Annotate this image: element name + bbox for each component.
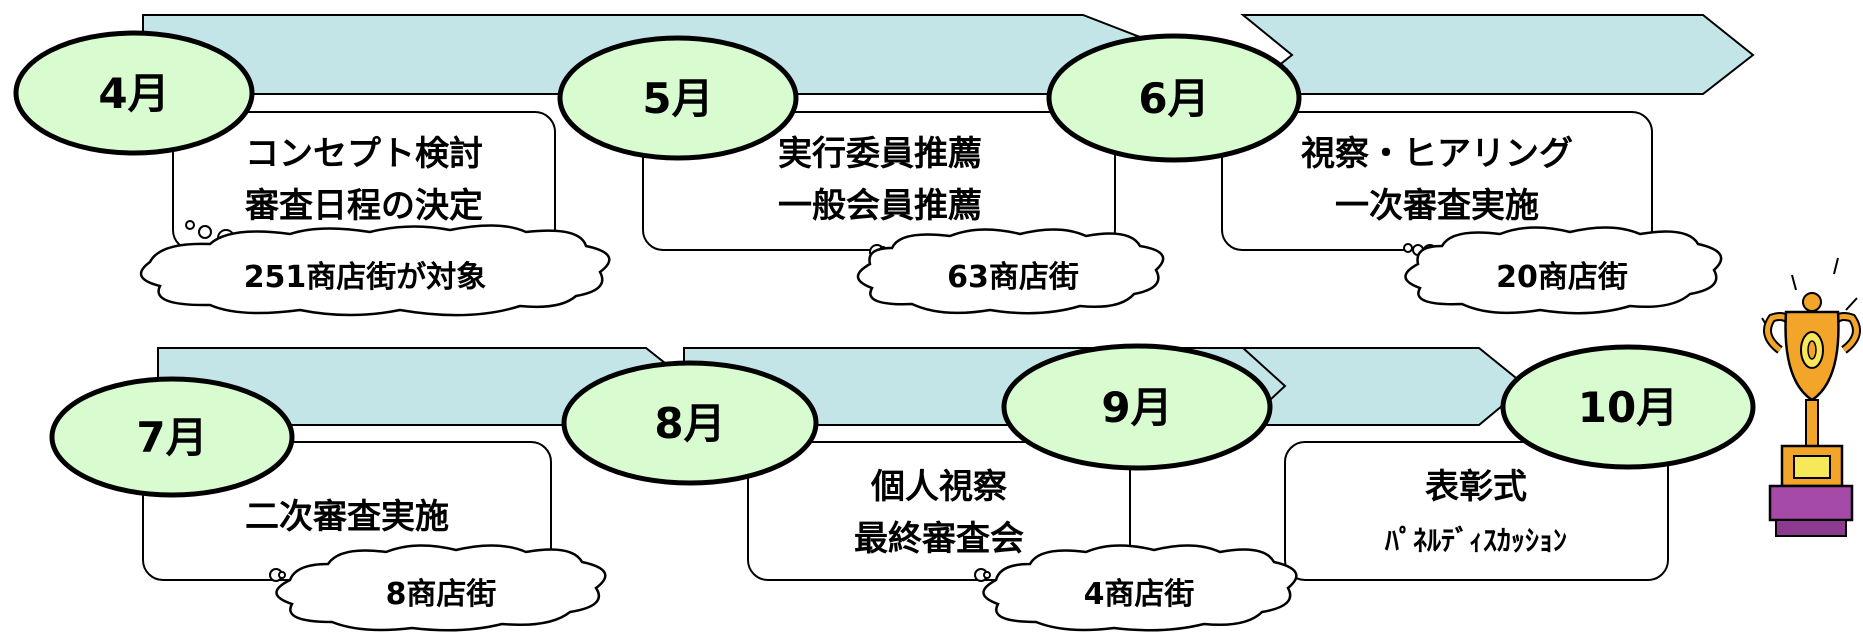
month-may-label: 5月 (642, 74, 713, 123)
count-cloud-may: 63商店街 (856, 228, 1165, 315)
month-aug-label: 8月 (654, 399, 725, 448)
month-jul-label: 7月 (136, 413, 207, 462)
task-jun-line1: 視察・ヒアリング (1301, 134, 1573, 174)
task-oct-line1: 表彰式 (1425, 467, 1527, 507)
count-cloud-jun: 20商店街 (1403, 226, 1723, 315)
task-oct-line2: ﾊﾟﾈﾙﾃﾞｨｽｶｯｼｮﾝ (1384, 524, 1567, 557)
month-badge-sep: 9月 (1001, 343, 1273, 471)
task-jun-line2: 一次審査実施 (1335, 186, 1539, 226)
trophy-icon (1761, 257, 1861, 537)
month-badge-apr: 4月 (13, 30, 255, 156)
count-cloud-aug-sep: 4商店街 (974, 544, 1298, 632)
month-badge-oct: 10月 (1500, 344, 1756, 470)
task-apr-line1: コンセプト検討 (245, 134, 483, 174)
month-badge-may: 5月 (557, 35, 799, 161)
count-jun-label: 20商店街 (1496, 260, 1628, 295)
count-jul-label: 8商店街 (386, 577, 497, 612)
count-cloud-jul: 8商店街 (269, 544, 607, 632)
month-oct-label: 10月 (1578, 383, 1678, 432)
task-may-line2: 一般会員推薦 (778, 186, 982, 226)
count-aug-sep-label: 4商店街 (1084, 577, 1195, 612)
month-sep-label: 9月 (1101, 383, 1172, 432)
count-apr-label: 251商店街が対象 (244, 260, 487, 295)
month-badge-aug: 8月 (561, 360, 819, 486)
task-may-line1: 実行委員推薦 (778, 134, 982, 174)
month-badge-jun: 6月 (1046, 33, 1302, 163)
task-aug-sep-line2: 最終審査会 (854, 519, 1024, 559)
timeline-arrow-row2-c (1240, 347, 1528, 426)
task-apr-line2: 審査日程の決定 (244, 186, 483, 226)
month-badge-jul: 7月 (49, 376, 295, 498)
task-box-oct (1284, 441, 1669, 581)
month-apr-label: 4月 (98, 69, 169, 118)
task-aug-sep-line1: 個人視察 (870, 467, 1007, 507)
task-box-aug-sep (747, 441, 1131, 581)
timeline-arrow-row1-b (1240, 14, 1755, 95)
count-may-label: 63商店街 (947, 260, 1079, 295)
task-jul-line1: 二次審査実施 (245, 497, 449, 537)
month-jun-label: 6月 (1138, 74, 1209, 123)
count-cloud-apr: 251商店街が対象 (139, 220, 611, 317)
